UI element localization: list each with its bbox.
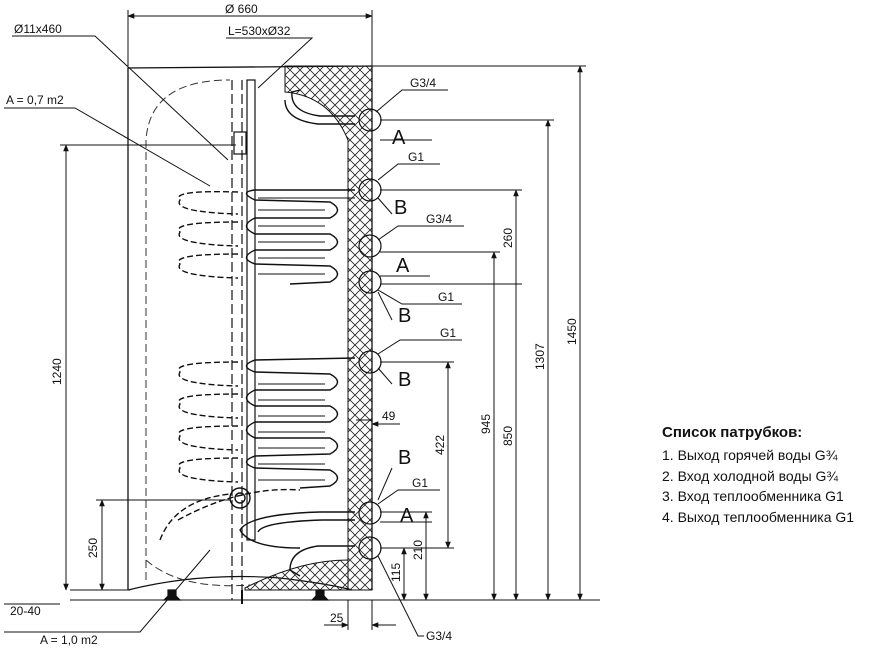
letter-a-3: A <box>400 505 414 527</box>
thread-5: G1 <box>440 326 456 340</box>
dim-rod-text: Ø11x460 <box>14 22 62 36</box>
dim-850-text: 850 <box>501 426 515 446</box>
thread-leaders <box>375 89 464 637</box>
thread-2: G1 <box>408 150 424 164</box>
thread-3: G3/4 <box>426 212 452 226</box>
inner-tank-outline <box>145 79 251 587</box>
letter-b-3: B <box>398 369 411 391</box>
dim-1307-text: 1307 <box>533 343 547 370</box>
upper-heat-exchanger-coil <box>178 189 355 285</box>
letter-b-1: B <box>394 197 407 219</box>
thread-6: G1 <box>412 476 428 490</box>
thread-4: G1 <box>438 290 454 304</box>
dim-feet-text: 20-40 <box>10 604 41 618</box>
dim-anode-text: L=530xØ32 <box>228 24 291 38</box>
dim-422-text: 422 <box>433 435 447 455</box>
letter-a-1: A <box>392 127 406 149</box>
dim-diameter-text: Ø 660 <box>225 2 258 16</box>
dim-diameter <box>127 10 373 66</box>
dim-1450-text: 1450 <box>565 318 579 345</box>
thread-1: G3/4 <box>410 76 436 90</box>
legend-item-3: 3. Вход теплообменника G1 <box>662 488 844 504</box>
dim-945-text: 945 <box>479 414 493 434</box>
leader-lines <box>4 35 314 633</box>
letter-b-2: B <box>398 305 411 327</box>
dim-25-text: 25 <box>330 611 344 625</box>
dim-1240-text: 1240 <box>50 358 64 385</box>
dim-area-top-text: A = 0,7 m2 <box>6 93 64 107</box>
tank-feet <box>162 589 330 604</box>
insulation-hatch <box>244 65 373 591</box>
dim-49-text: 49 <box>382 409 396 423</box>
dim-area-bottom-text: A = 1,0 m2 <box>40 633 98 647</box>
bottom-inlet-pipes <box>159 487 355 577</box>
dim-250-text: 250 <box>86 538 100 558</box>
legend-item-1: 1. Выход горячей воды G¾ <box>662 447 838 463</box>
dim-115-text: 115 <box>389 563 403 582</box>
dim-260-text: 260 <box>501 228 515 248</box>
letter-b-4: B <box>398 447 411 469</box>
right-vertical-dims <box>324 65 586 630</box>
legend-item-2: 2. Вход холодной воды G¾ <box>662 467 839 484</box>
dim-210-text: 210 <box>411 540 425 560</box>
top-outlet-pipe <box>284 89 355 125</box>
nozzle-legend: Список патрубков: 1. Выход горячей воды … <box>662 424 894 527</box>
legend-item-4: 4. Выход теплообменника G1 <box>662 508 855 525</box>
lower-heat-exchanger-coil <box>178 357 356 489</box>
letter-a-2: A <box>396 255 410 277</box>
thread-7: G3/4 <box>426 629 452 643</box>
legend-title: Список патрубков: <box>662 424 803 441</box>
letter-leaders <box>377 139 432 523</box>
left-vertical-dims <box>60 144 236 591</box>
